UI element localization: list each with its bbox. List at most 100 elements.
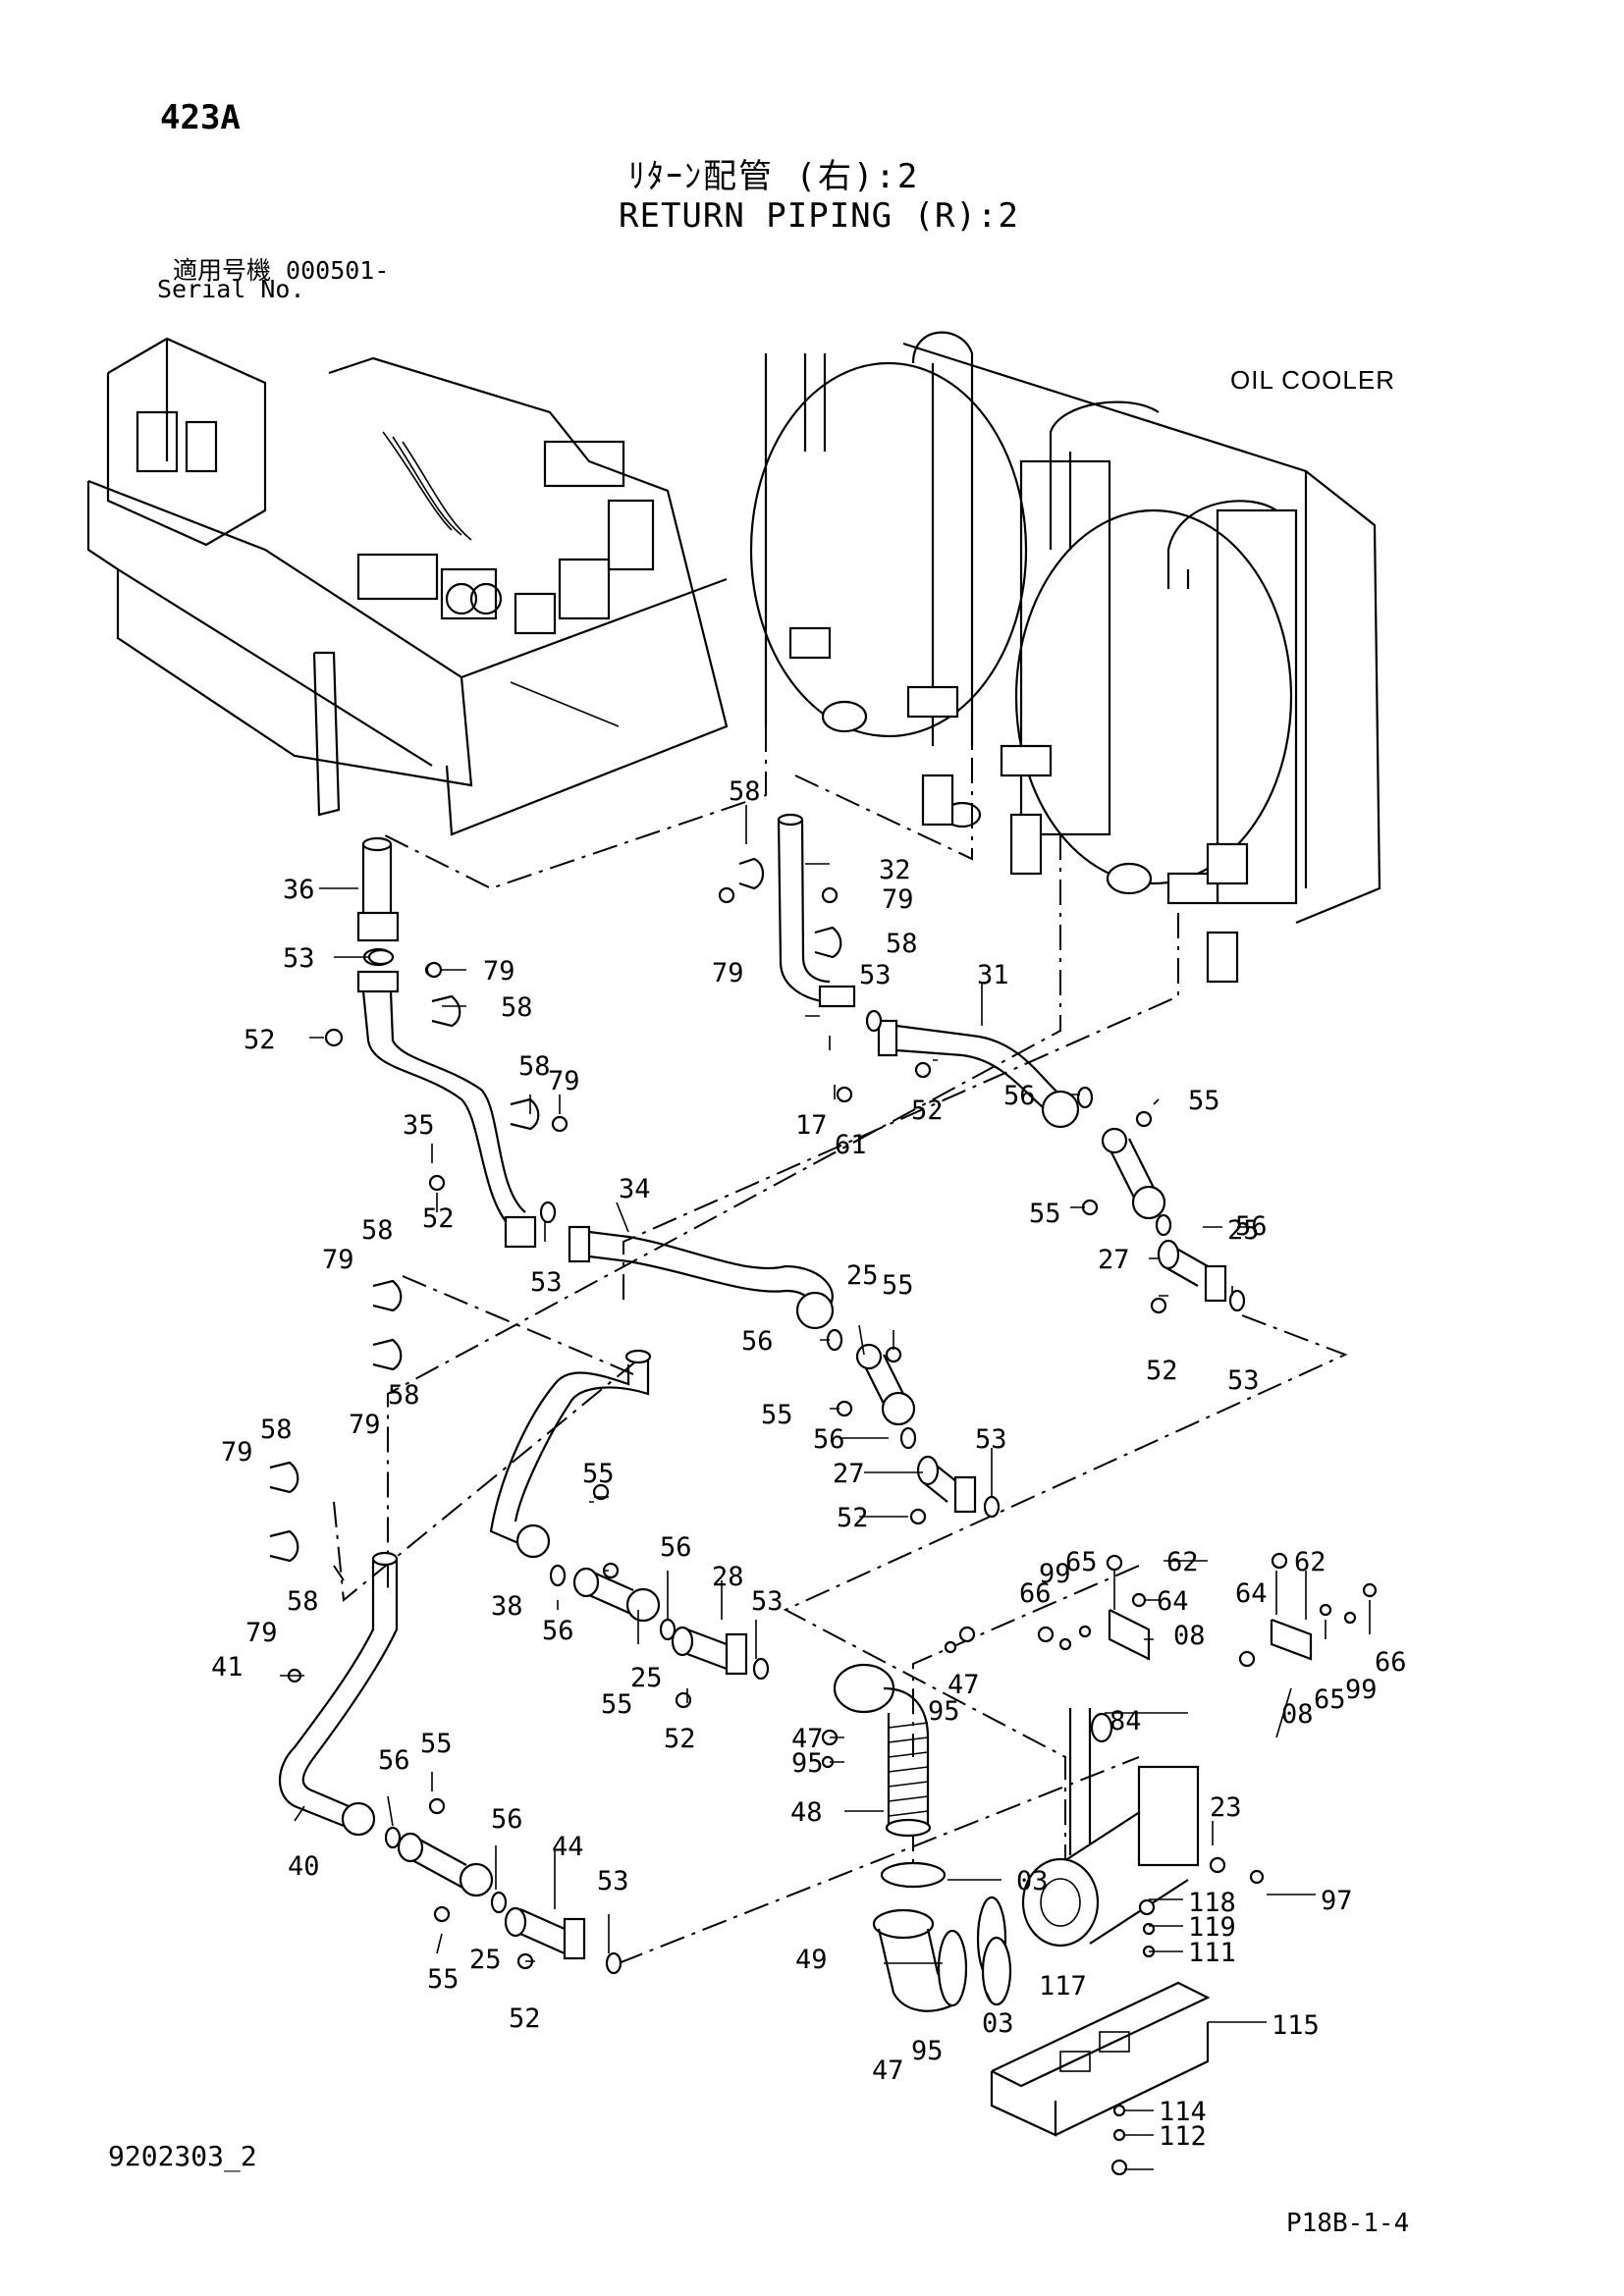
- part-label: 56: [542, 1616, 574, 1646]
- part-label: 31: [977, 960, 1009, 990]
- part-label: 55: [420, 1729, 453, 1759]
- part-label: 119: [1188, 1912, 1236, 1943]
- part-label: 53: [859, 960, 892, 990]
- clamps-58: [269, 857, 842, 1563]
- muffler-97: [1021, 1708, 1200, 1948]
- part-label: 53: [975, 1424, 1007, 1455]
- leader-lines: [280, 805, 1371, 2170]
- part-label: 55: [1029, 1199, 1061, 1229]
- part-label: 55: [601, 1689, 633, 1720]
- pipe-40: [279, 1551, 399, 1837]
- part-label: 56: [1003, 1081, 1036, 1111]
- part-label: 79: [245, 1618, 278, 1648]
- part-label: 41: [211, 1652, 244, 1682]
- part-label: 65: [1314, 1684, 1346, 1715]
- part-label: 52: [244, 1025, 276, 1055]
- part-label: 58: [518, 1051, 551, 1082]
- part-label: 56: [491, 1804, 523, 1835]
- part-label: 79: [349, 1410, 381, 1440]
- pipe-32: [777, 813, 856, 1008]
- part-label: 52: [837, 1503, 869, 1533]
- part-label: 49: [795, 1945, 828, 1975]
- oil-cooler-label: OIL COOLER: [1230, 365, 1395, 395]
- part-label: 79: [322, 1245, 354, 1275]
- part-label: 53: [1227, 1365, 1260, 1396]
- part-label: 25: [1227, 1215, 1260, 1246]
- part-label: 55: [882, 1270, 914, 1301]
- part-label: 56: [813, 1424, 845, 1455]
- part-label: 79: [221, 1437, 253, 1468]
- part-label: 118: [1188, 1888, 1236, 1918]
- part-label: 52: [911, 1095, 944, 1126]
- part-label: 58: [501, 992, 533, 1023]
- part-label: 66: [1375, 1647, 1407, 1678]
- serial-label-english: Serial No.: [157, 275, 305, 303]
- part-label: 08: [1281, 1699, 1314, 1730]
- part-label: 58: [388, 1380, 420, 1411]
- part-label: 56: [660, 1532, 692, 1563]
- part-label: 58: [729, 776, 761, 807]
- part-label: 17: [795, 1110, 828, 1141]
- part-label: 112: [1159, 2121, 1207, 2152]
- part-label: 55: [427, 1964, 460, 1995]
- part-label: 79: [882, 884, 914, 915]
- part-label: 47: [791, 1724, 824, 1754]
- drawing-number: 9202303_2: [108, 2140, 257, 2172]
- part-label: 115: [1272, 2010, 1320, 2041]
- machine-body-drawing: [86, 337, 729, 836]
- bracket-99: [1108, 1609, 1313, 1661]
- part-label: 27: [1098, 1245, 1130, 1275]
- pipe-27-28-29: [504, 1239, 1227, 1960]
- part-label: 28: [712, 1562, 744, 1592]
- page-number: 423A: [160, 98, 241, 137]
- pipe-34: [568, 1225, 835, 1330]
- part-label: 95: [911, 2036, 944, 2066]
- part-label: 32: [879, 855, 911, 885]
- part-label: 38: [491, 1591, 523, 1622]
- part-labels: 58 32 36 79 79 58 53 53 31 79 58 52 58 7…: [211, 776, 1407, 2152]
- part-label: 03: [1016, 1866, 1049, 1896]
- part-label: 44: [552, 1832, 584, 1862]
- serial-label-japanese: 適用号機 000501-: [173, 256, 390, 285]
- part-label: 99: [1039, 1559, 1071, 1589]
- oil-cooler-drawing: [749, 331, 1381, 984]
- part-label: 58: [886, 929, 918, 959]
- part-label: 56: [741, 1326, 774, 1357]
- part-label: 25: [846, 1260, 879, 1291]
- pipe-35: [356, 970, 537, 1249]
- part-label: 65: [1065, 1547, 1098, 1577]
- part-label: 64: [1235, 1578, 1268, 1609]
- part-label: 25: [469, 1945, 502, 1975]
- part-label: 48: [790, 1797, 823, 1828]
- part-label: 99: [1345, 1675, 1378, 1705]
- part-label: 34: [619, 1174, 651, 1204]
- hardware: [287, 886, 1378, 2176]
- part-label: 47: [872, 2056, 904, 2086]
- part-label: 114: [1159, 2097, 1207, 2127]
- part-label: 61: [835, 1130, 867, 1160]
- part-label: 111: [1188, 1938, 1236, 1968]
- part-label: 52: [509, 2003, 541, 2034]
- sheet-reference: P18B-1-4: [1286, 2209, 1410, 2238]
- part-label: 23: [1210, 1792, 1242, 1823]
- part-label: 55: [582, 1459, 615, 1489]
- part-label: 53: [530, 1267, 563, 1298]
- part-label: 56: [1235, 1211, 1268, 1242]
- pipe-36: [356, 836, 400, 967]
- part-label: 40: [288, 1851, 320, 1882]
- part-label: 55: [761, 1400, 793, 1430]
- part-label: 58: [287, 1586, 319, 1617]
- part-label: 97: [1321, 1886, 1353, 1916]
- part-label: 56: [378, 1745, 410, 1776]
- part-label: 64: [1157, 1586, 1189, 1617]
- part-label: 53: [751, 1586, 784, 1617]
- part-label: 27: [833, 1459, 865, 1489]
- part-label: 35: [403, 1110, 435, 1141]
- title-japanese: ﾘﾀｰﾝ配管 (右):2: [628, 157, 920, 196]
- part-label: 66: [1019, 1578, 1052, 1609]
- part-label: 03: [982, 2008, 1014, 2039]
- part-label: 79: [712, 958, 744, 988]
- part-label: 58: [361, 1215, 394, 1246]
- part-label: 52: [422, 1203, 455, 1234]
- part-label: 117: [1039, 1971, 1087, 2002]
